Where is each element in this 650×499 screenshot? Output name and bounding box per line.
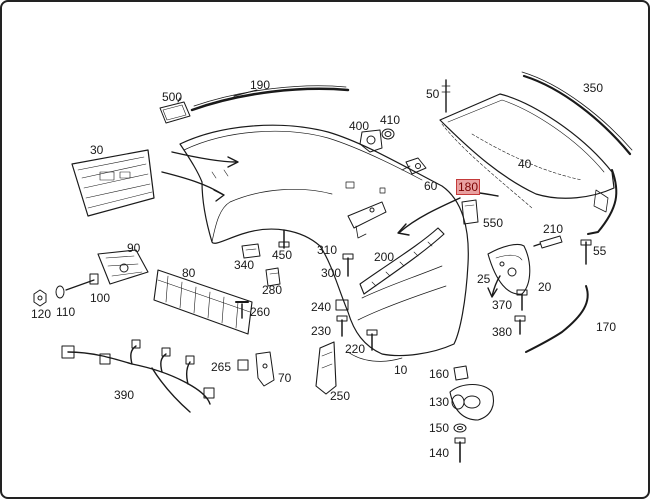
callout-10: 10 — [394, 363, 408, 377]
callout-110: 110 — [56, 305, 76, 319]
part-200-mounting-rail — [359, 227, 445, 295]
callout-120: 120 — [31, 307, 52, 321]
part-120-nut — [33, 289, 47, 307]
callout-380: 380 — [492, 325, 513, 339]
callout-340: 340 — [234, 258, 255, 272]
part-60-sensor-holder — [401, 157, 427, 175]
callout-230: 230 — [311, 324, 332, 338]
part-55-bolt — [580, 239, 592, 265]
part-70-bracket — [255, 351, 275, 387]
part-500-reflector — [159, 97, 191, 124]
part-30-panel — [71, 149, 155, 217]
callout-80: 80 — [182, 266, 196, 280]
assembly-arrows — [161, 151, 501, 298]
callout-450: 450 — [272, 248, 293, 262]
callout-200: 200 — [374, 250, 395, 264]
part-450-screw — [278, 229, 290, 249]
callout-140: 140 — [429, 446, 450, 460]
callout-55: 55 — [593, 244, 607, 258]
part-240-nut — [335, 299, 349, 311]
part-260-screw — [235, 301, 249, 319]
callout-210: 210 — [543, 222, 564, 236]
callout-300: 300 — [321, 266, 342, 280]
part-265-clip — [237, 359, 249, 371]
part-340-clip — [241, 243, 261, 259]
part-40-diffuser — [439, 93, 615, 213]
callout-30: 30 — [90, 143, 104, 157]
part-160-clip — [453, 365, 469, 381]
part-400-bracket — [359, 129, 383, 153]
callout-220: 220 — [345, 342, 366, 356]
part-220-screw — [366, 329, 378, 351]
part-310-bracket — [347, 201, 387, 239]
part-250-bracket — [315, 341, 337, 395]
part-20-bracket — [487, 243, 531, 295]
part-230-screw — [336, 315, 348, 337]
callout-265: 265 — [211, 360, 232, 374]
callout-280: 280 — [262, 283, 283, 297]
callout-160: 160 — [429, 367, 450, 381]
callout-190: 190 — [250, 78, 271, 92]
callout-240: 240 — [311, 300, 332, 314]
callout-410: 410 — [380, 113, 401, 127]
callout-400: 400 — [349, 119, 370, 133]
callout-25: 25 — [477, 272, 491, 286]
part-380-bolt — [514, 315, 526, 335]
callout-50: 50 — [426, 87, 440, 101]
part-370-bolt — [516, 289, 528, 311]
part-300-screw — [342, 253, 354, 277]
callout-500: 500 — [162, 90, 183, 104]
callout-260: 260 — [250, 305, 271, 319]
callout-250: 250 — [330, 389, 351, 403]
part-550-cover — [461, 199, 479, 225]
callout-180[interactable]: 180 — [455, 179, 481, 195]
callout-350: 350 — [583, 81, 604, 95]
part-100-pin — [65, 273, 99, 291]
part-280-clip — [265, 267, 281, 287]
part-150-washer — [453, 423, 467, 433]
part-190-trim-strip — [190, 85, 350, 112]
callout-310: 310 — [317, 243, 338, 257]
callout-390: 390 — [114, 388, 135, 402]
part-50-clip — [441, 79, 451, 113]
part-140-bolt — [454, 437, 466, 463]
part-170-trim — [525, 285, 589, 353]
callout-70: 70 — [278, 371, 292, 385]
callout-550: 550 — [483, 216, 504, 230]
part-130-bracket — [449, 383, 495, 421]
callout-130: 130 — [429, 395, 450, 409]
callout-20: 20 — [538, 280, 552, 294]
callout-150: 150 — [429, 421, 450, 435]
part-390-wiring-harness — [61, 339, 215, 413]
callout-90: 90 — [127, 241, 141, 255]
part-350-trim — [521, 71, 633, 235]
callout-170: 170 — [596, 320, 617, 334]
part-80-absorber — [153, 269, 253, 335]
callout-100: 100 — [90, 291, 111, 305]
part-210-bolt — [533, 235, 563, 249]
part-410-grommet — [381, 128, 395, 140]
callout-370: 370 — [492, 298, 513, 312]
callout-60: 60 — [424, 179, 438, 193]
part-90-bracket — [97, 249, 149, 285]
callout-40: 40 — [518, 157, 532, 171]
part-110-washer — [55, 285, 65, 299]
